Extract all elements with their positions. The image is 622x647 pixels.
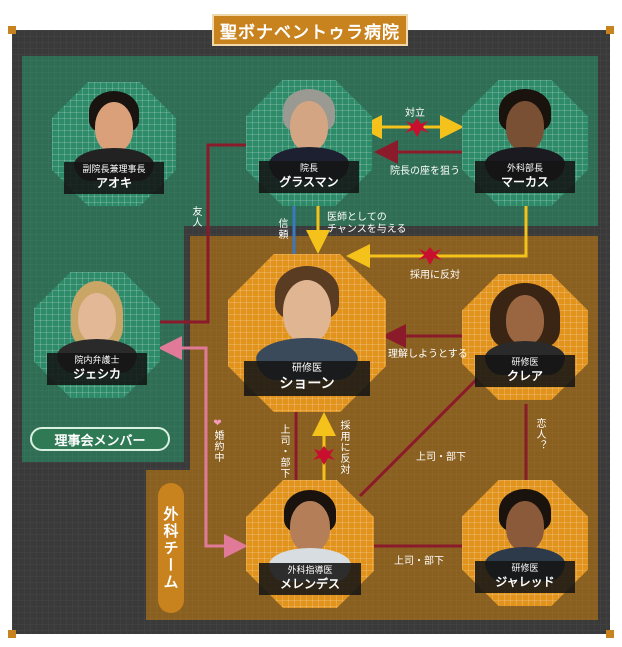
- character-melendez[interactable]: 外科指導医 メレンデス: [246, 480, 374, 608]
- label-understand: 理解しようとする: [388, 349, 468, 360]
- friend-line: [158, 143, 246, 324]
- label-hire-oppose: 採用に反対: [410, 270, 460, 281]
- jessica-name: ジェシカ: [72, 367, 121, 382]
- label-lovers: 恋人？: [534, 418, 545, 451]
- label-trust: 信頼: [276, 218, 287, 240]
- aoki-role: 副院長兼理事長: [82, 164, 146, 175]
- character-glassman[interactable]: 院長 グラスマン: [246, 80, 372, 206]
- label-aim-seat: 院長の座を狙う: [390, 166, 460, 177]
- glassman-role: 院長: [299, 164, 318, 175]
- aoki-name: アオキ: [95, 175, 132, 190]
- melendez-name: メレンデス: [279, 577, 340, 592]
- jessica-role: 院内弁護士: [74, 356, 120, 367]
- glassman-name: グラスマン: [279, 175, 339, 190]
- jared-name: ジャレッド: [495, 575, 555, 590]
- character-jared[interactable]: 研修医 ジャレッド: [462, 480, 588, 606]
- boss-line-2: [358, 376, 480, 498]
- hire-oppose-line: [346, 202, 528, 268]
- label-engaged: 婚約中: [212, 430, 223, 463]
- surgery-team-label: 外科チーム: [158, 483, 184, 613]
- label-boss-3: 上司・部下: [394, 556, 444, 567]
- character-jessica[interactable]: 院内弁護士 ジェシカ: [34, 272, 160, 398]
- character-aoki[interactable]: 副院長兼理事長 アオキ: [52, 82, 176, 206]
- character-marcus[interactable]: 外科部長 マーカス: [462, 80, 588, 206]
- marcus-name: マーカス: [500, 175, 549, 190]
- marcus-role: 外科部長: [506, 164, 543, 175]
- label-boss-1: 上司・部下: [278, 424, 289, 479]
- label-engaged-wrap: ❤婚約中: [210, 418, 225, 463]
- board-members-label: 理事会メンバー: [30, 427, 170, 451]
- heart-icon: ❤: [212, 418, 223, 430]
- jared-role: 研修医: [511, 564, 539, 575]
- character-shaun[interactable]: 研修医 ショーン: [228, 254, 386, 412]
- label-oppose: 対立: [405, 108, 425, 119]
- claire-role: 研修医: [511, 358, 539, 369]
- claire-name: クレア: [506, 369, 543, 384]
- character-claire[interactable]: 研修医 クレア: [462, 274, 588, 400]
- shaun-role: 研修医: [291, 363, 322, 375]
- label-boss-2: 上司・部下: [416, 452, 466, 463]
- melendez-role: 外科指導医: [287, 566, 333, 577]
- hospital-title: 聖ボナベントゥラ病院: [212, 14, 408, 46]
- label-friend: 友人: [190, 206, 201, 228]
- shaun-name: ショーン: [279, 376, 335, 393]
- label-chance: 医師としての チャンスを与える: [327, 212, 407, 235]
- label-hire-oppose-2: 採用に反対: [338, 420, 349, 475]
